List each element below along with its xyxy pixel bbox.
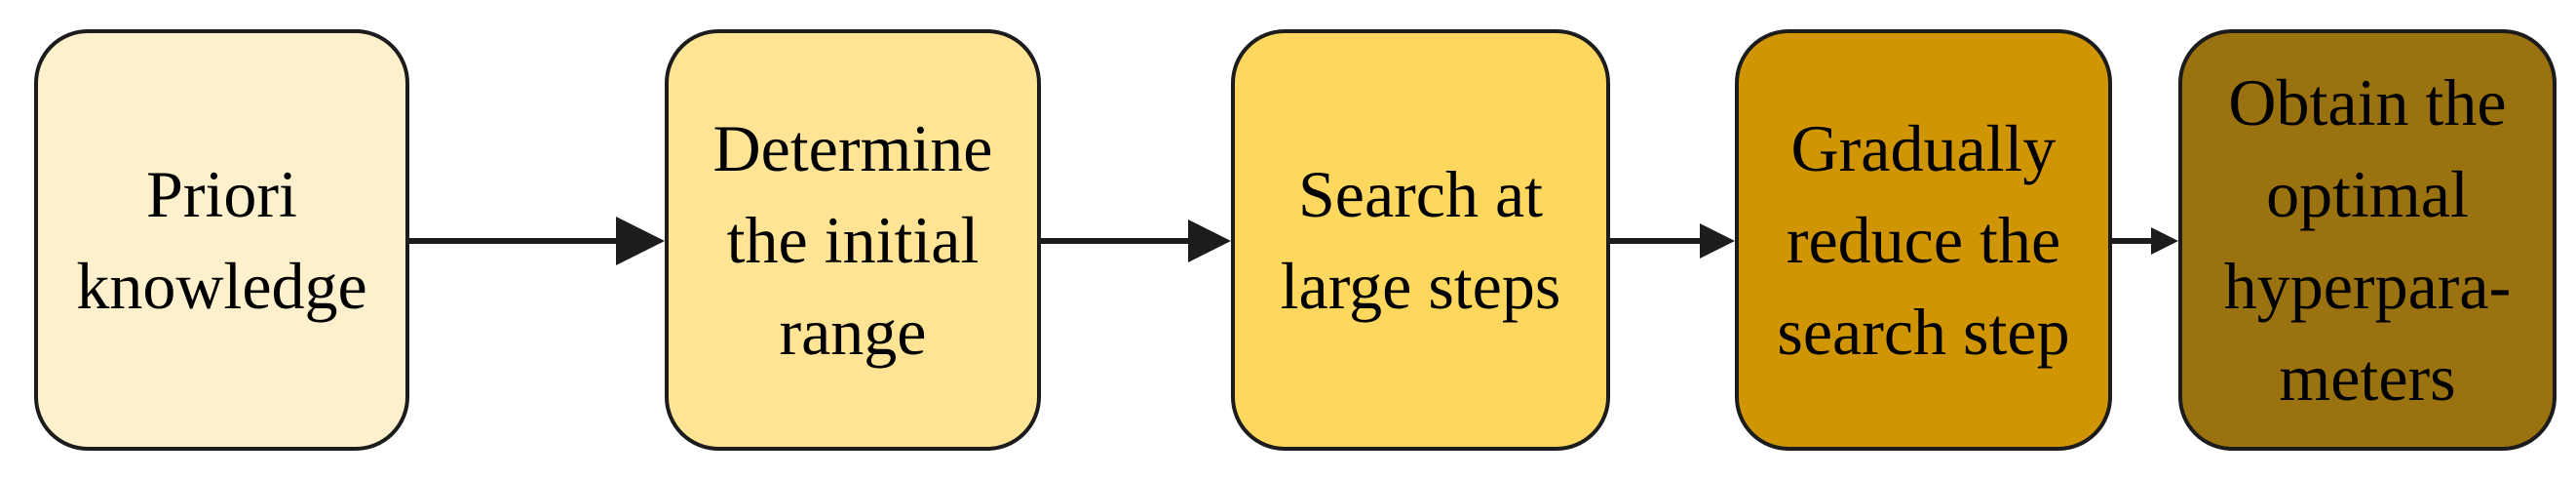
flow-step-obtain-optimal-hyperparameters: Obtain the optimal hyperpara- meters	[2178, 29, 2557, 451]
flow-step-label: Obtain the optimal hyperpara- meters	[2223, 65, 2512, 415]
flow-step-priori-knowledge: Priori knowledge	[34, 29, 409, 451]
arrow-line-2	[1041, 238, 1192, 244]
arrow-head-icon-2	[1188, 220, 1231, 262]
arrow-line-3	[1610, 238, 1704, 244]
arrow-head-icon-3	[1700, 223, 1735, 259]
arrow-line-4	[2112, 238, 2155, 244]
flow-step-search-large-steps: Search at large steps	[1231, 29, 1610, 451]
flow-step-label: Determine the initial range	[712, 111, 993, 369]
flow-step-label: Gradually reduce the search step	[1777, 111, 2070, 369]
flow-step-label: Search at large steps	[1280, 157, 1561, 323]
flow-step-determine-initial-range: Determine the initial range	[665, 29, 1041, 451]
arrow-head-icon-4	[2151, 227, 2178, 255]
flow-step-label: Priori knowledge	[76, 157, 367, 323]
flow-step-reduce-search-step: Gradually reduce the search step	[1735, 29, 2112, 451]
arrow-head-icon-1	[616, 217, 665, 265]
arrow-line-1	[409, 238, 620, 244]
